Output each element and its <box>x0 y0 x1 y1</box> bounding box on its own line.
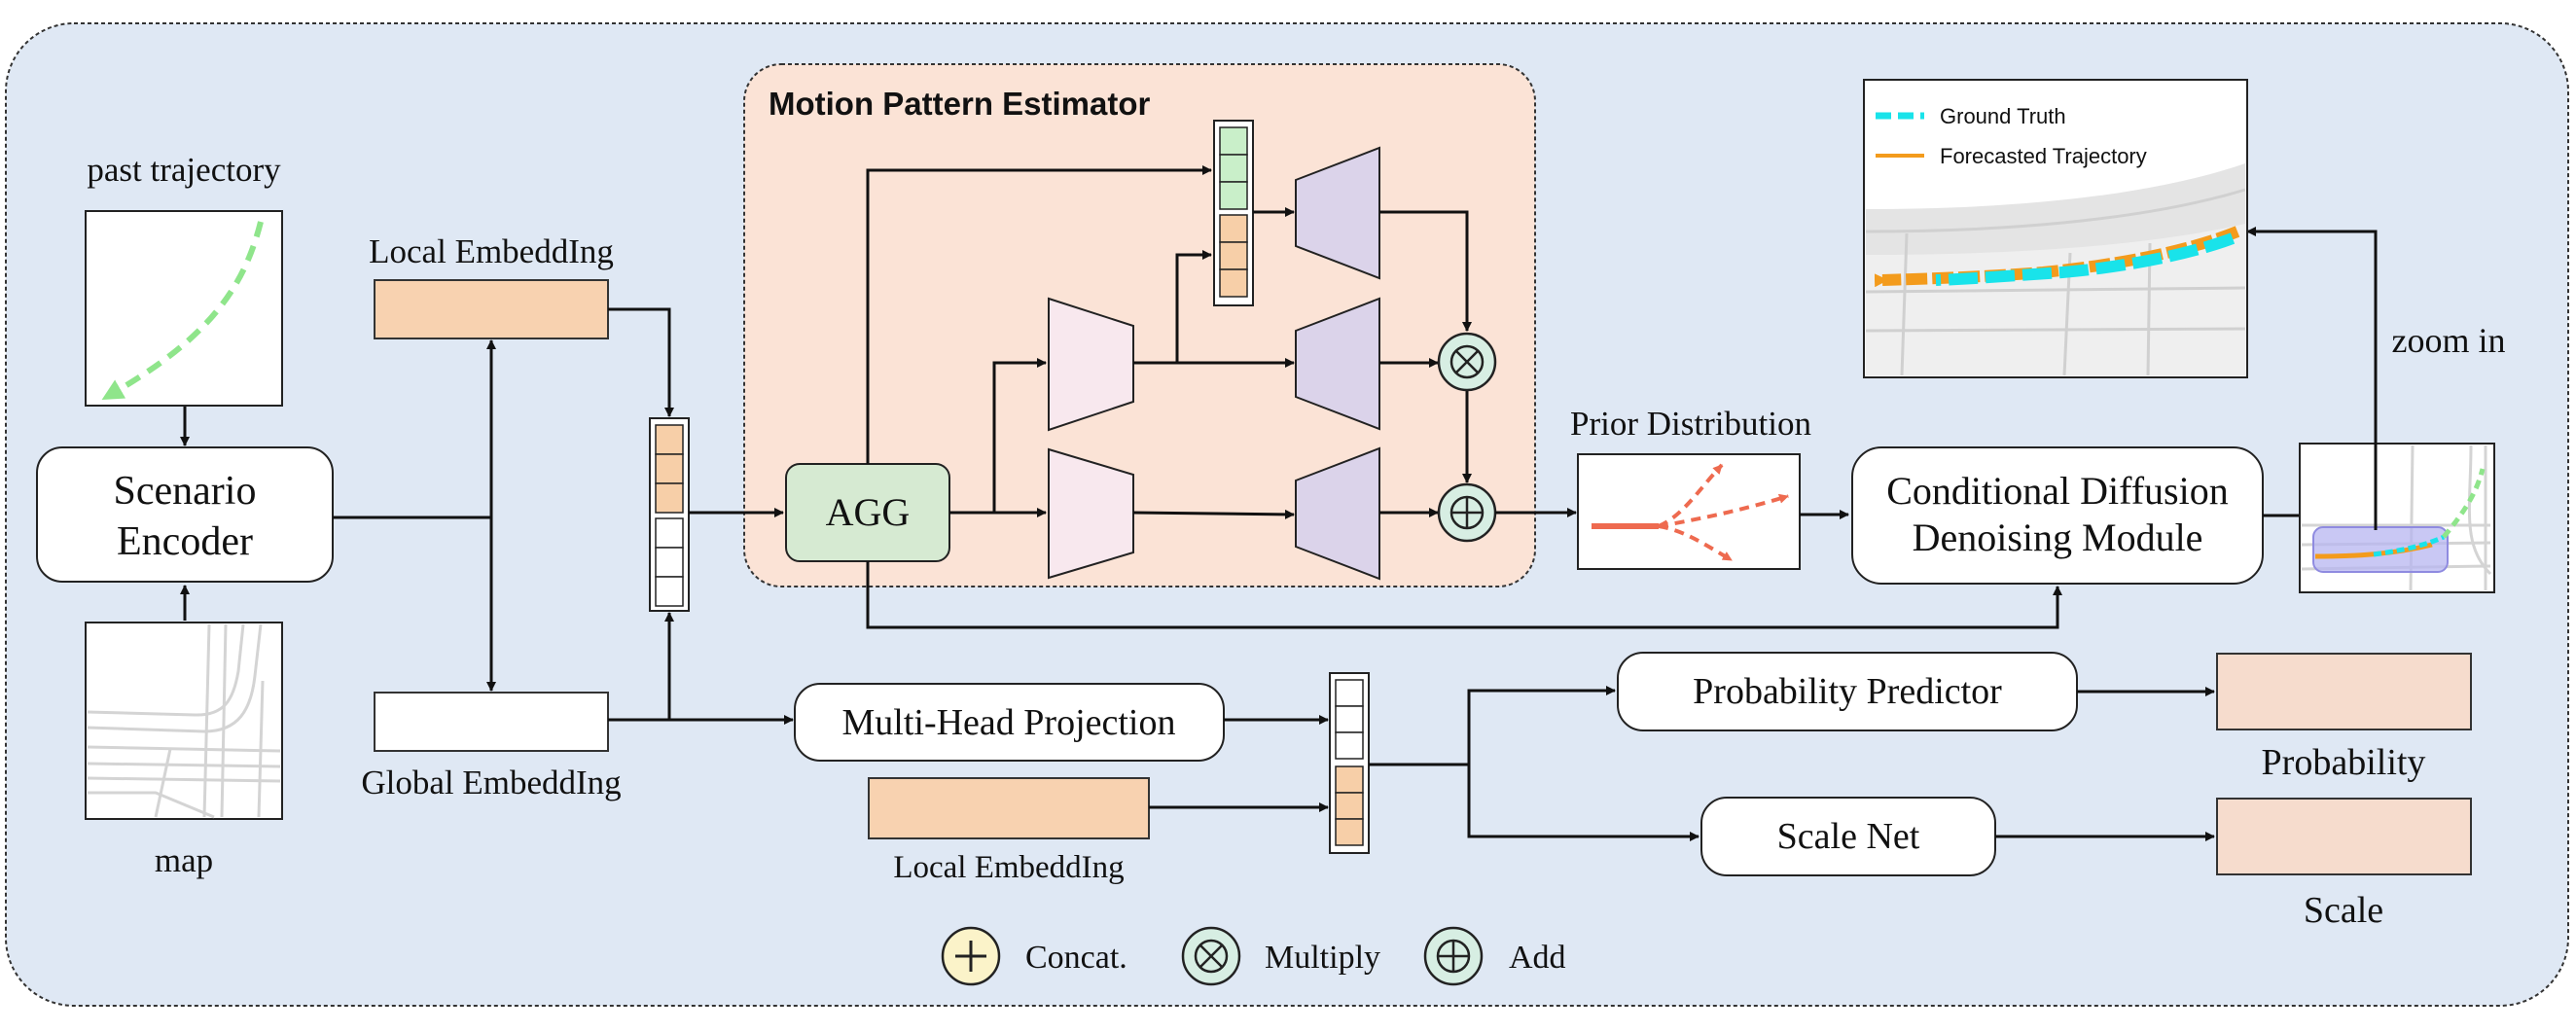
local-embedding-bottom-bar <box>868 777 1150 839</box>
arrow-to-scale-net <box>1467 765 1699 841</box>
arrow-local-to-concat <box>608 307 674 417</box>
legend-forecast-label: Forecasted Trajectory <box>1940 144 2147 168</box>
scale-net-label: Scale Net <box>1777 816 1920 857</box>
arrow-dec1-to-multiply <box>1379 210 1472 332</box>
legend-ground-truth-label: Ground Truth <box>1940 104 2066 128</box>
past-trajectory-curve <box>101 221 264 401</box>
concat-legend-label: Concat. <box>1025 940 1127 976</box>
map-label: map <box>155 841 213 879</box>
cddm-label-line1: Conditional Diffusion <box>1886 469 2228 513</box>
concat-legend-icon <box>941 926 1001 986</box>
local-embedding-bottom-label: Local EmbeddIng <box>893 850 1124 885</box>
add-legend-label: Add <box>1509 940 1566 976</box>
concat-stack-bottom <box>1329 672 1370 854</box>
arrow-agg-to-enc1 <box>992 358 1047 513</box>
probability-predictor-label: Probability Predictor <box>1693 671 2002 712</box>
cddm-label-line2: Denoising Module <box>1913 516 2203 559</box>
thumbnail-green-trend <box>2442 468 2486 539</box>
arrow-agg-to-stack <box>866 165 1212 464</box>
multiply-legend-label: Multiply <box>1265 940 1380 976</box>
past-trajectory-image <box>85 210 283 407</box>
zoom-in-label: zoom in <box>2392 321 2506 360</box>
map-image <box>85 622 283 820</box>
global-embedding-bar <box>374 692 609 752</box>
zoom-ground-truth <box>1935 232 2236 286</box>
local-embedding-top-bar <box>374 279 609 339</box>
arrow-enc2-to-dec3 <box>1132 509 1295 519</box>
multi-head-projection-box <box>794 683 1225 762</box>
arrow-enc1-to-stack <box>1175 250 1212 363</box>
add-operator-icon <box>1437 482 1497 543</box>
probability-output-bar <box>2216 653 2472 730</box>
arrow-zoom-in <box>2246 227 2378 530</box>
past-trajectory-label: past trajectory <box>87 151 281 189</box>
scenario-encoder-label-line1: Scenario <box>114 469 257 514</box>
multiply-legend-icon <box>1181 926 1241 986</box>
multiply-operator-icon <box>1437 332 1497 392</box>
decoder-trapezoid-3 <box>1295 446 1380 581</box>
concat-stack-left <box>649 417 690 612</box>
arrow-to-probability-predictor <box>1467 686 1616 765</box>
probability-output-label: Probability <box>2262 742 2426 783</box>
scenario-encoder-label-line2: Encoder <box>117 519 253 564</box>
prior-distribution-arrows <box>1592 463 1789 562</box>
multi-head-projection-label: Multi-Head Projection <box>842 702 1176 743</box>
decoder-trapezoid-1 <box>1295 146 1380 280</box>
thumbnail-ground-truth <box>2373 534 2446 557</box>
prior-distribution-label: Prior Distribution <box>1570 405 1811 443</box>
encoder-trapezoid-2 <box>1048 447 1134 580</box>
add-legend-icon <box>1423 926 1484 986</box>
prior-distribution-image <box>1577 453 1801 570</box>
zoom-region <box>2312 526 2449 573</box>
agg-label: AGG <box>826 490 911 534</box>
feature-stack-estimator <box>1213 120 1254 306</box>
scale-output-label: Scale <box>2304 890 2383 931</box>
estimator-title: Motion Pattern Estimator <box>769 86 1151 122</box>
local-embedding-top-label: Local EmbeddIng <box>369 232 614 270</box>
decoder-trapezoid-2 <box>1295 297 1380 431</box>
scale-output-bar <box>2216 798 2472 875</box>
scenario-encoder-box <box>36 446 334 583</box>
map-roads <box>87 623 281 819</box>
arrow-agg-to-cddm <box>866 561 2062 629</box>
global-embedding-label: Global EmbeddIng <box>361 764 621 801</box>
encoder-trapezoid-1 <box>1048 297 1134 432</box>
